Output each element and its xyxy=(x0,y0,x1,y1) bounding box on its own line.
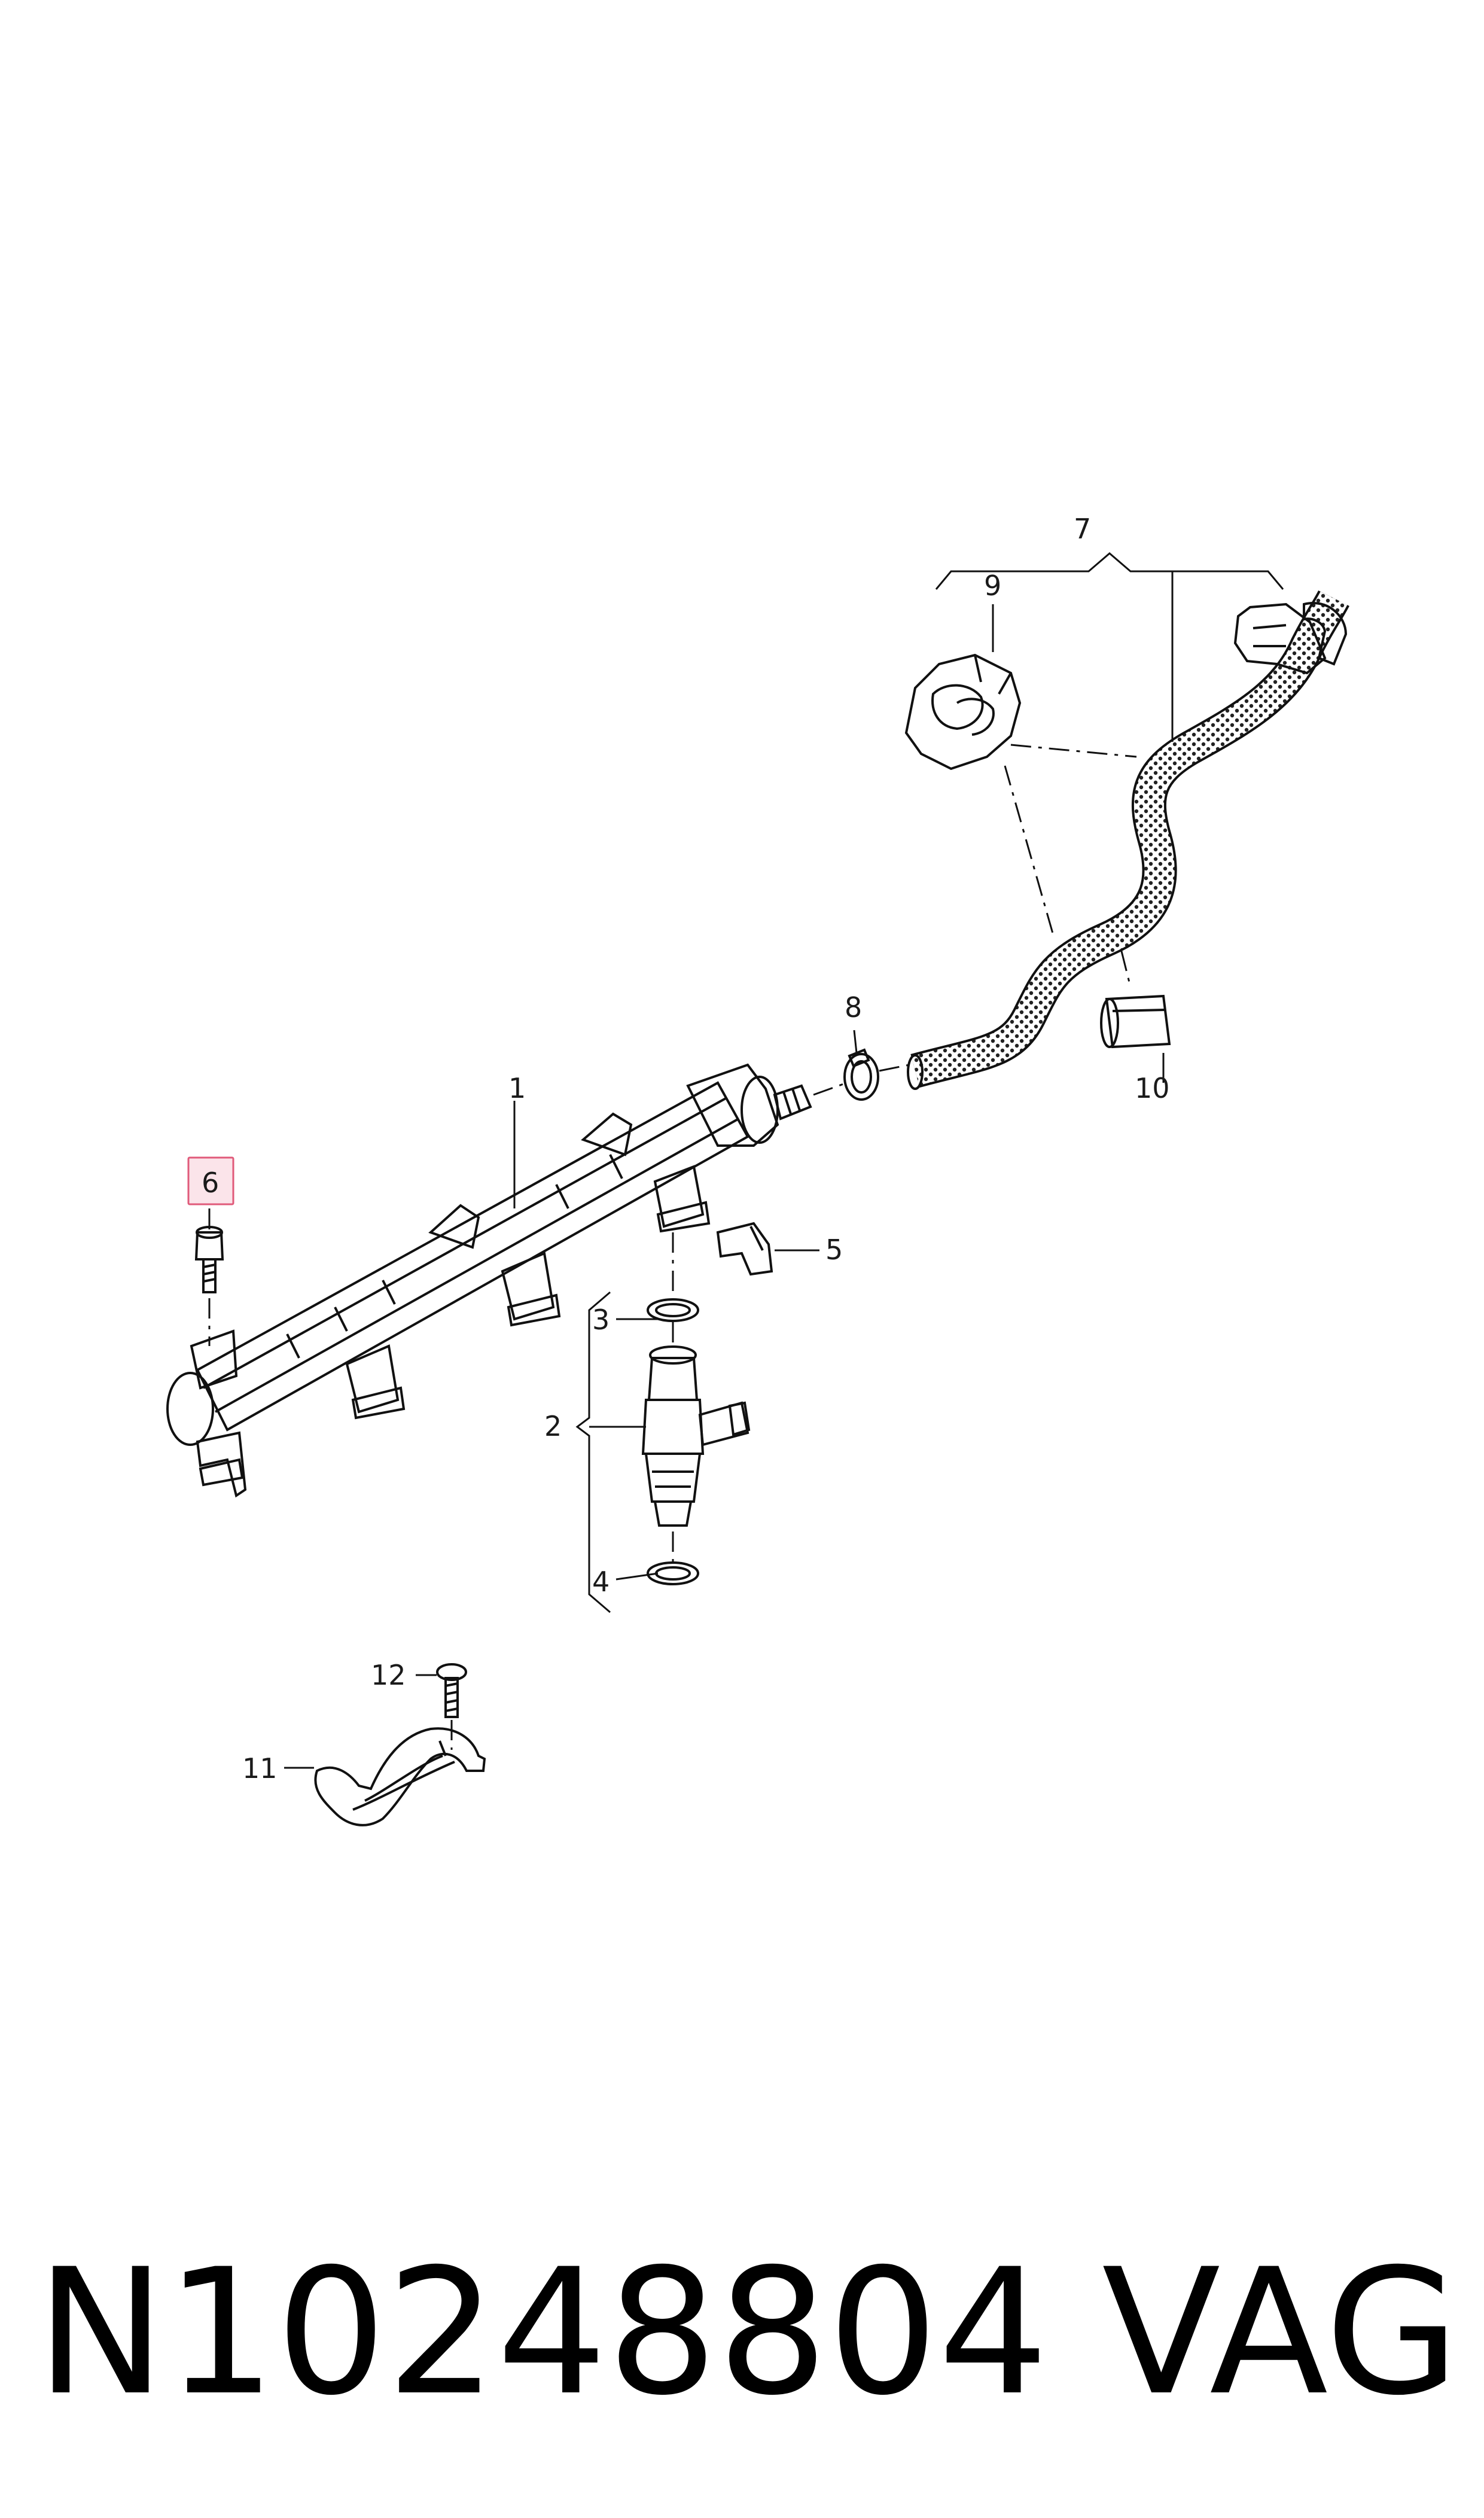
callout-11[interactable]: 11 xyxy=(242,1752,278,1785)
callout-5[interactable]: 5 xyxy=(825,1234,843,1266)
callout-2[interactable]: 2 xyxy=(544,1410,562,1442)
callout-6[interactable]: 6 xyxy=(202,1167,219,1199)
callout-12[interactable]: 12 xyxy=(371,1659,406,1691)
hose-clamp xyxy=(843,1048,879,1101)
rubber-grommet xyxy=(1100,994,1171,1049)
retaining-clip xyxy=(716,1222,773,1276)
lower-o-ring xyxy=(647,1561,699,1585)
callout-4[interactable]: 4 xyxy=(592,1566,610,1598)
callout-6-highlight[interactable] xyxy=(187,1156,234,1205)
upper-o-ring xyxy=(647,1298,699,1322)
callout-1[interactable]: 1 xyxy=(508,1072,526,1104)
fuel-rail xyxy=(166,1063,812,1498)
callout-8[interactable]: 8 xyxy=(845,991,862,1024)
callout-7[interactable]: 7 xyxy=(1074,513,1091,545)
shield-screw xyxy=(436,1663,467,1718)
part-number: N10248804 xyxy=(36,2232,1049,2434)
brand-name: VAG xyxy=(1102,2232,1459,2434)
callout-3[interactable]: 3 xyxy=(592,1304,610,1336)
mounting-bolt xyxy=(194,1226,224,1293)
fuel-hose xyxy=(907,590,1349,1090)
leader-lines xyxy=(208,552,1284,1769)
heat-shield xyxy=(314,1727,486,1826)
callout-9[interactable]: 9 xyxy=(984,570,1001,602)
footer: N10248804 VAG xyxy=(36,2225,1459,2441)
callout-10[interactable]: 10 xyxy=(1135,1072,1170,1104)
fuel-injector xyxy=(641,1345,751,1527)
hose-holder xyxy=(904,653,1022,771)
